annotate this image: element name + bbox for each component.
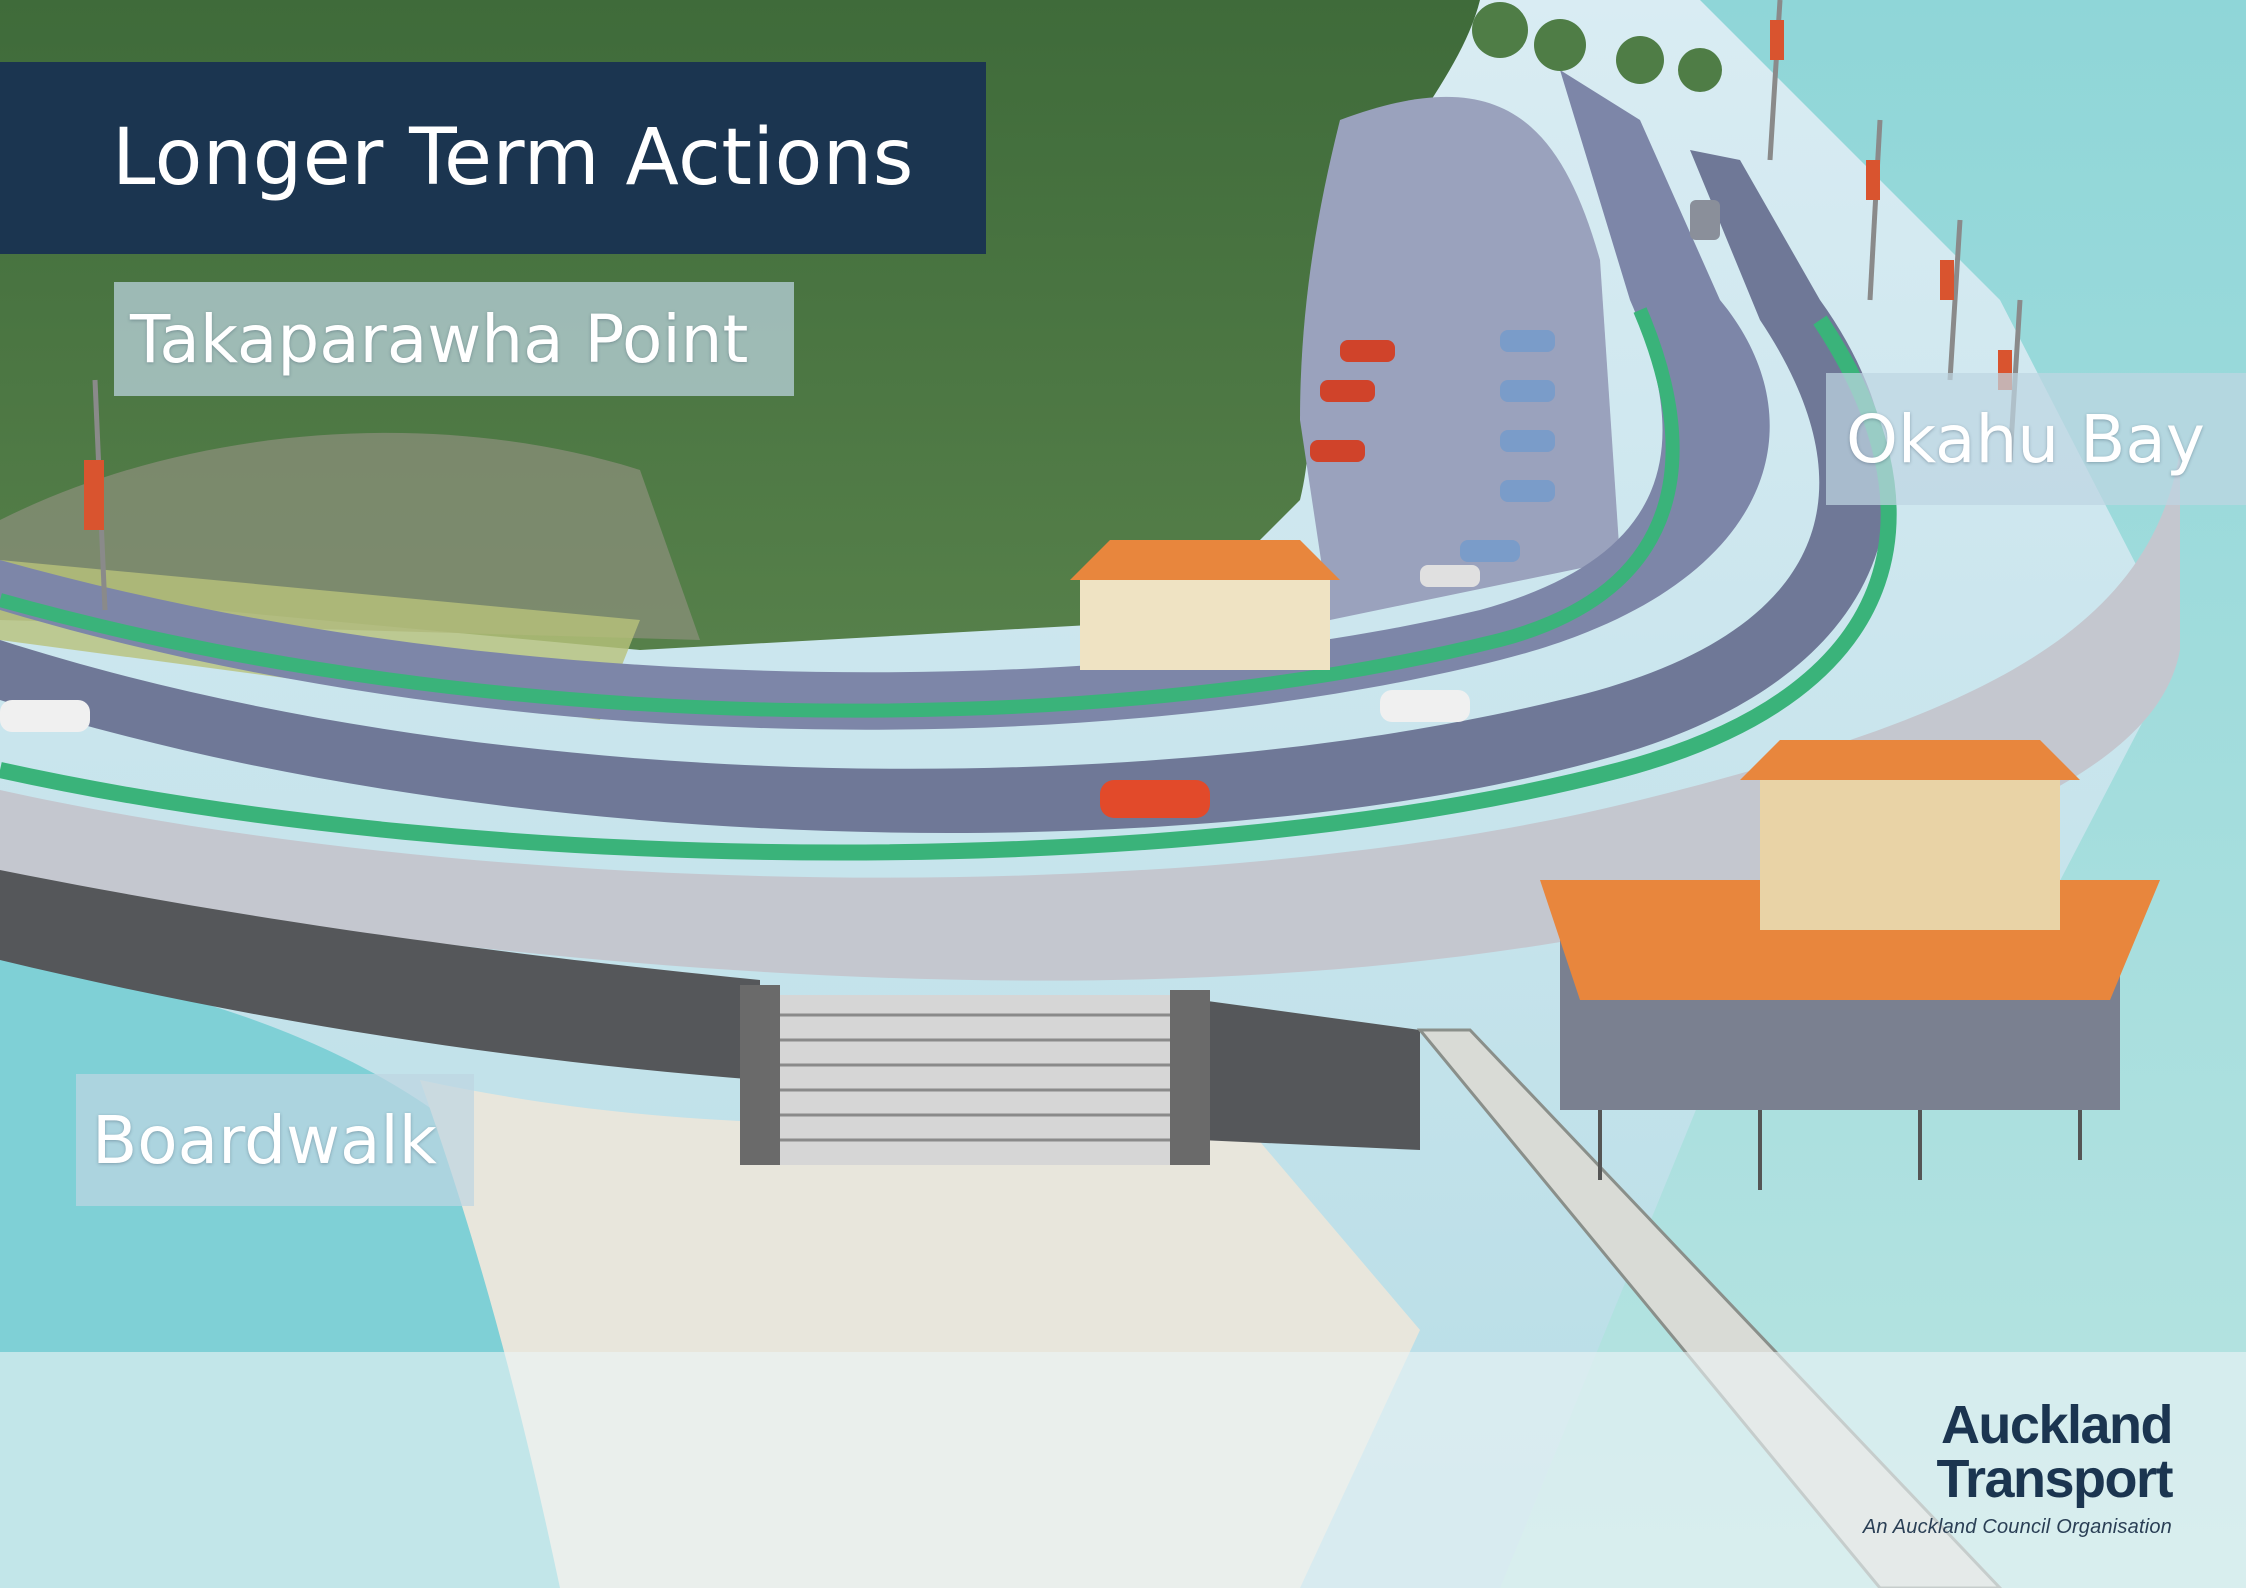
label-boardwalk-text: Boardwalk	[92, 1101, 437, 1179]
title-banner: Longer Term Actions	[0, 62, 986, 254]
cycle-lane-upper	[0, 307, 1680, 718]
seawall	[0, 870, 760, 1080]
label-okahu-bay: Okahu Bay	[1826, 373, 2246, 505]
cycle-lane-lower	[0, 315, 1897, 861]
promenade	[0, 450, 2180, 981]
page-title: Longer Term Actions	[112, 113, 914, 203]
road	[0, 70, 1770, 730]
logo-line-1: Auckland	[1940, 1395, 2174, 1455]
auckland-transport-logo: Auckland Transport An Auckland Council O…	[1862, 1395, 2174, 1539]
label-takaparawha-text: Takaparawha Point	[130, 300, 749, 378]
footer-band	[0, 1352, 2246, 1588]
small-building	[1070, 540, 1340, 670]
beach-steps	[740, 985, 1210, 1165]
label-boardwalk: Boardwalk	[76, 1074, 474, 1206]
pier-building	[1540, 740, 2160, 1190]
seawall-right	[1200, 1000, 1420, 1150]
logo-tagline: An Auckland Council Organisation	[1862, 1516, 2172, 1538]
logo-line-2: Transport	[1936, 1449, 2173, 1509]
cars	[0, 200, 1720, 818]
label-takaparawha-point: Takaparawha Point	[114, 282, 794, 396]
label-okahu-text: Okahu Bay	[1846, 400, 2205, 478]
palm-trees	[1472, 2, 1722, 92]
